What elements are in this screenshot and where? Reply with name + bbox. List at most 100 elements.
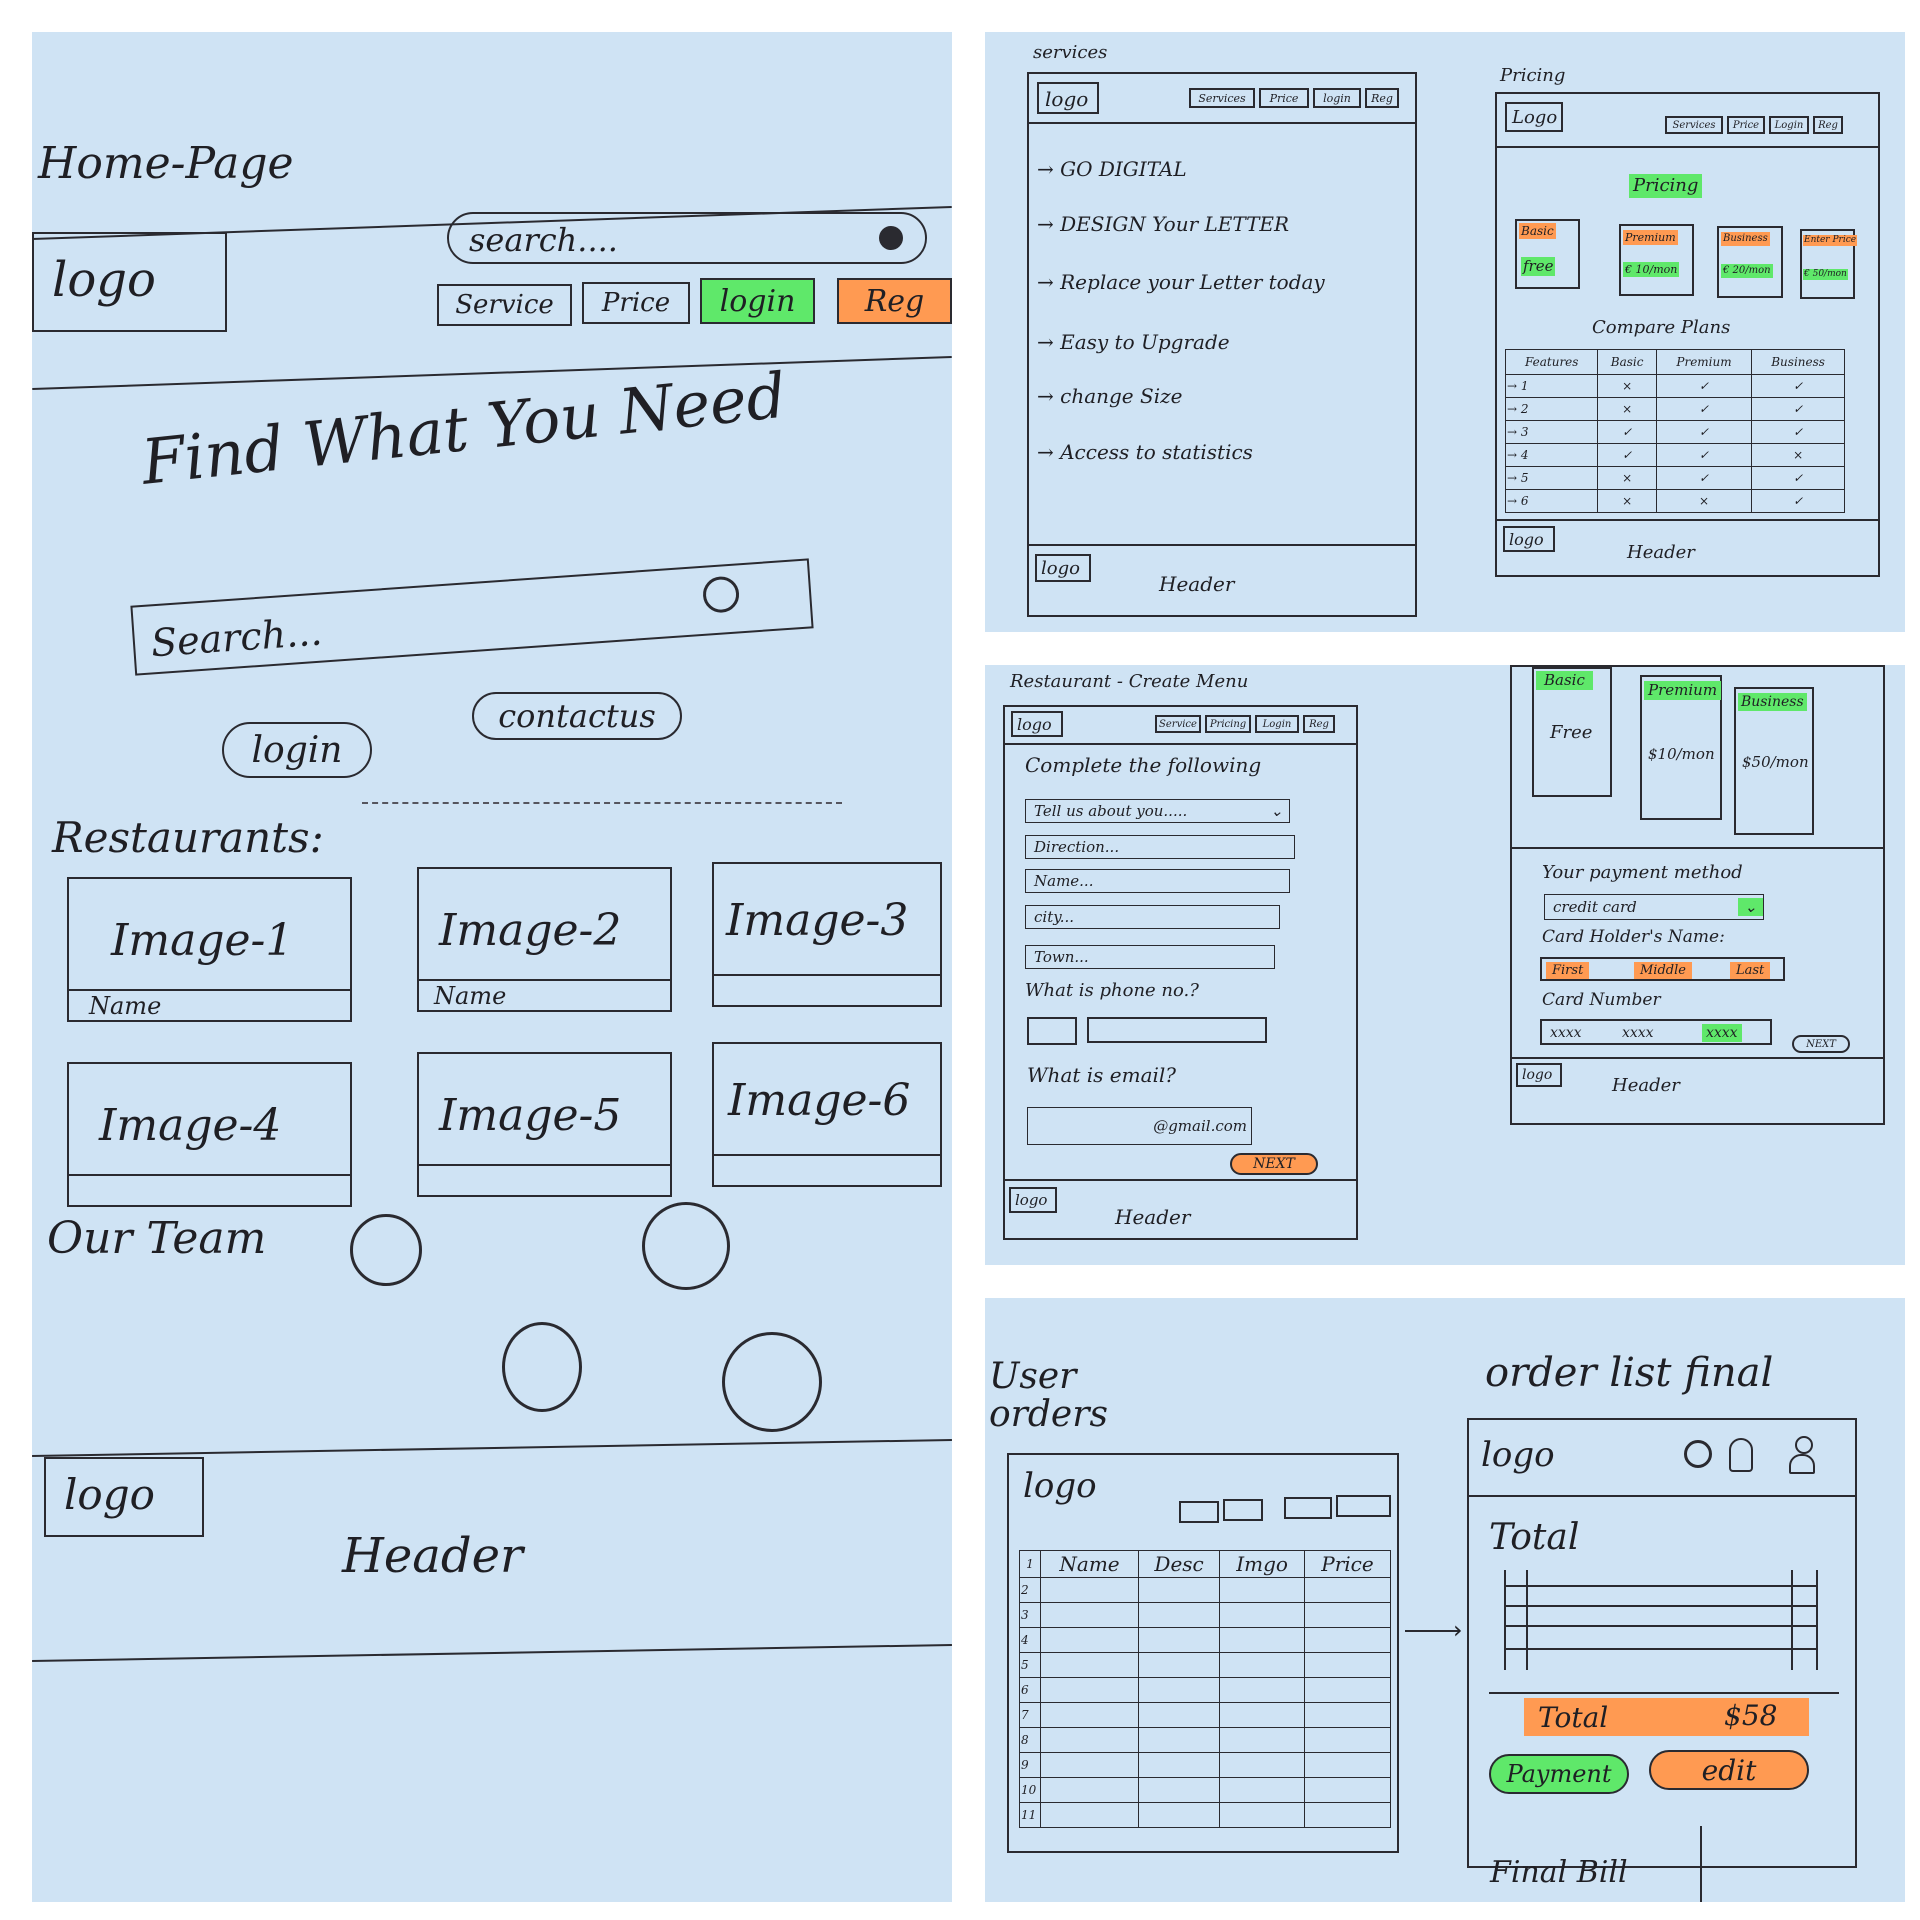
card-holder-label: Card Holder's Name: xyxy=(1542,927,1725,947)
city-input[interactable]: city... xyxy=(1025,905,1280,929)
name-input[interactable]: Name... xyxy=(1025,869,1290,893)
email-input[interactable]: @gmail.com xyxy=(1027,1107,1252,1145)
table-cell xyxy=(1219,1752,1305,1778)
nav-reg-button[interactable]: Reg xyxy=(1303,715,1335,733)
nav-button[interactable] xyxy=(1284,1497,1332,1519)
footer-logo: logo xyxy=(1503,526,1555,552)
table-cell: → 4 xyxy=(1504,443,1599,467)
nav-login-button[interactable]: Login xyxy=(1769,116,1809,134)
card-holder-field[interactable]: First Middle Last xyxy=(1540,957,1785,981)
order-summary-table xyxy=(1504,1570,1818,1670)
table-row: → 5×✓✓ xyxy=(1504,466,1845,490)
table-cell: × xyxy=(1597,489,1657,513)
restaurant-card[interactable]: Image-3 xyxy=(712,862,942,1007)
logo: logo xyxy=(1011,711,1063,737)
services-frame: logo Services Price login Reg → GO DIGIT… xyxy=(1027,72,1417,617)
plan-card-enterprise[interactable]: Enter Price € 50/mon xyxy=(1800,229,1858,299)
service-item: → change Size xyxy=(1037,384,1183,408)
footer-text: Header xyxy=(342,1528,523,1584)
search-input[interactable]: search.... xyxy=(447,212,927,264)
restaurant-card[interactable]: Image-2 Name xyxy=(417,867,672,1012)
plan-card-premium[interactable]: Premium $10/mon xyxy=(1640,675,1722,820)
phone-code-input[interactable] xyxy=(1027,1017,1077,1045)
nav-pricing-button[interactable]: Pricing xyxy=(1205,715,1251,733)
bell-icon[interactable] xyxy=(1729,1438,1753,1472)
plan-card-basic[interactable]: Basic free xyxy=(1515,219,1580,289)
table-cell xyxy=(1219,1777,1305,1803)
team-member-avatar xyxy=(722,1332,822,1432)
nav-button[interactable] xyxy=(1336,1495,1391,1517)
restaurant-card[interactable]: Image-1 Name xyxy=(67,877,352,1022)
table-cell xyxy=(1219,1677,1305,1703)
notification-icon[interactable] xyxy=(1684,1440,1712,1468)
edit-button[interactable]: edit xyxy=(1649,1750,1809,1790)
restaurant-card[interactable]: Image-5 xyxy=(417,1052,672,1197)
team-member-avatar xyxy=(350,1214,422,1286)
phone-number-input[interactable] xyxy=(1087,1017,1267,1043)
table-row: 2 xyxy=(1019,1577,1391,1603)
contacts-link[interactable]: contactus xyxy=(472,692,682,740)
nav-price-button[interactable]: Price xyxy=(1259,88,1309,108)
table-row: 9 xyxy=(1019,1752,1391,1778)
table-cell xyxy=(1304,1602,1391,1628)
service-item: → GO DIGITAL xyxy=(1037,157,1187,181)
row-number: 6 xyxy=(1019,1677,1041,1703)
table-cell xyxy=(1219,1652,1305,1678)
table-cell xyxy=(1039,1677,1140,1703)
nav-service-button[interactable]: Service xyxy=(437,284,572,326)
restaurant-card[interactable]: Image-4 xyxy=(67,1062,352,1207)
hero-search-input[interactable]: Search... xyxy=(130,558,814,676)
nav-button[interactable] xyxy=(1223,1499,1263,1521)
logo: Logo xyxy=(1505,102,1563,132)
nav-login-button[interactable]: login xyxy=(1313,88,1361,108)
town-input[interactable]: Town... xyxy=(1025,945,1275,969)
row-number: 11 xyxy=(1019,1802,1041,1828)
nav-button[interactable] xyxy=(1179,1501,1219,1523)
plan-card-basic[interactable]: Basic Free xyxy=(1532,667,1612,797)
card-number-field[interactable]: xxxx xxxx xxxx xyxy=(1540,1019,1772,1045)
login-link[interactable]: login xyxy=(222,722,372,778)
nav-price-button[interactable]: Price xyxy=(582,282,690,324)
table-cell xyxy=(1304,1727,1391,1753)
first-name-input[interactable]: First xyxy=(1546,962,1590,979)
nav-services-button[interactable]: Services xyxy=(1189,88,1255,108)
last-name-input[interactable]: Last xyxy=(1730,962,1771,979)
table-cell: ✓ xyxy=(1655,443,1753,467)
service-item: → DESIGN Your LETTER xyxy=(1037,212,1290,236)
service-item: → Easy to Upgrade xyxy=(1037,330,1230,354)
nav-services-button[interactable]: Services xyxy=(1665,116,1723,134)
table-cell xyxy=(1138,1677,1221,1703)
restaurant-card[interactable]: Image-6 xyxy=(712,1042,942,1187)
nav-reg-button[interactable]: Reg xyxy=(837,278,952,324)
nav-login-button[interactable]: Login xyxy=(1255,715,1299,733)
table-cell xyxy=(1304,1627,1391,1653)
arrow-head: › xyxy=(1453,1616,1463,1644)
table-cell xyxy=(1138,1627,1221,1653)
user-icon[interactable] xyxy=(1787,1436,1817,1476)
table-row: → 2×✓✓ xyxy=(1504,397,1845,421)
plan-card-premium[interactable]: Premium € 10/mon xyxy=(1619,224,1694,296)
nav-reg-button[interactable]: Reg xyxy=(1365,88,1399,108)
plan-card-business[interactable]: Business $50/mon xyxy=(1734,687,1814,835)
about-select[interactable]: Tell us about you..... ⌄ xyxy=(1025,799,1290,823)
search-icon xyxy=(701,575,741,614)
direction-input[interactable]: Direction... xyxy=(1025,835,1295,859)
table-cell: ✓ xyxy=(1655,466,1753,490)
next-button[interactable]: NEXT xyxy=(1230,1153,1318,1175)
home-page-sketch: Home-Page logo search.... Service Price … xyxy=(32,32,952,1902)
payment-method-select[interactable]: credit card ⌄ xyxy=(1544,894,1764,920)
plan-card-business[interactable]: Business € 20/mon xyxy=(1717,226,1783,298)
nav-login-button[interactable]: login xyxy=(700,278,815,324)
next-button[interactable]: NEXT xyxy=(1792,1035,1850,1053)
restaurants-label: Restaurants: xyxy=(52,813,324,862)
nav-price-button[interactable]: Price xyxy=(1727,116,1765,134)
team-label: Our Team xyxy=(47,1213,267,1264)
nav-reg-button[interactable]: Reg xyxy=(1813,116,1843,134)
payment-button[interactable]: Payment xyxy=(1489,1754,1629,1794)
middle-name-input[interactable]: Middle xyxy=(1634,962,1692,979)
table-cell: ✓ xyxy=(1751,489,1845,513)
nav-service-button[interactable]: Service xyxy=(1155,715,1201,733)
table-cell xyxy=(1138,1802,1221,1828)
table-cell xyxy=(1304,1677,1391,1703)
